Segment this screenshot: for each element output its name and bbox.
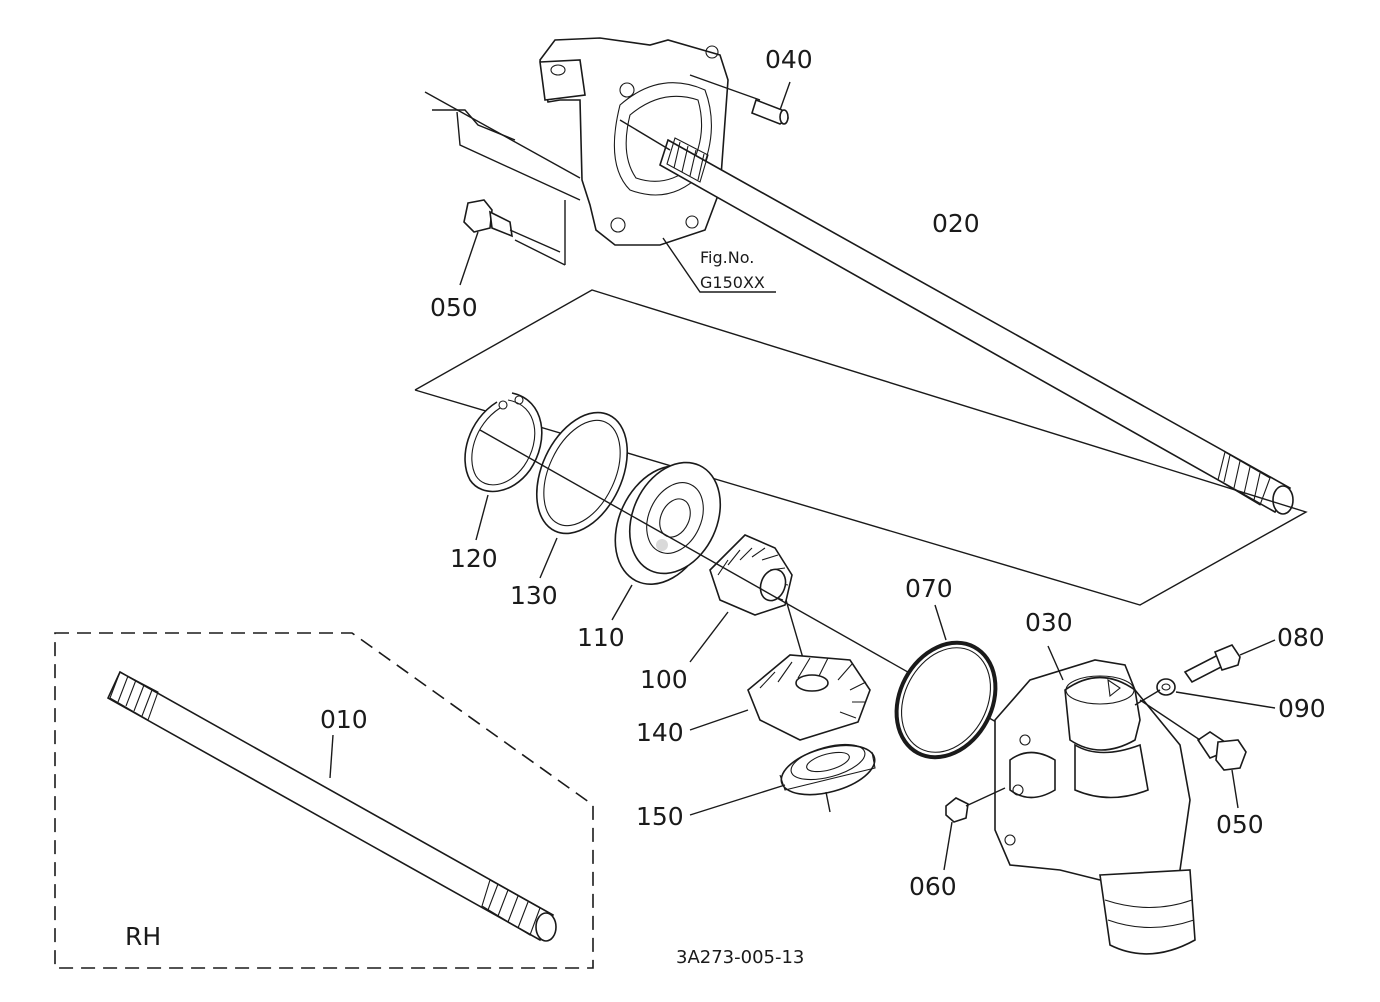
figure-ref-line1: Fig.No. bbox=[700, 248, 754, 267]
callout-040: 040 bbox=[765, 45, 813, 74]
part-030-gear-case bbox=[994, 645, 1196, 955]
rh-inset-label: RH bbox=[125, 922, 161, 951]
drawing-code: 3A273-005-13 bbox=[676, 947, 804, 968]
part-050-plug-right bbox=[1139, 699, 1247, 809]
part-110-ball-bearing bbox=[611, 461, 722, 621]
figure-reference: Fig.No. G150XX bbox=[662, 237, 776, 293]
callout-030: 030 bbox=[1025, 608, 1073, 637]
rh-inset: RH bbox=[54, 632, 594, 969]
callout-080: 080 bbox=[1277, 623, 1325, 652]
part-080-bolt bbox=[1183, 639, 1276, 684]
part-070-o-ring bbox=[894, 604, 998, 760]
part-090-washer bbox=[1134, 678, 1276, 709]
callout-010: 010 bbox=[320, 705, 368, 734]
callout-110: 110 bbox=[577, 623, 625, 652]
callout-130: 130 bbox=[510, 581, 558, 610]
part-050-drain-plug-top bbox=[459, 199, 561, 286]
part-120-snap-ring bbox=[464, 392, 543, 541]
callout-100: 100 bbox=[640, 665, 688, 694]
assembly-outline bbox=[414, 289, 1308, 606]
part-140-bevel-gear bbox=[689, 654, 871, 741]
callout-120: 120 bbox=[450, 544, 498, 573]
callout-070: 070 bbox=[905, 574, 953, 603]
part-100-bevel-gear bbox=[689, 534, 806, 666]
callout-050-top: 050 bbox=[430, 293, 478, 322]
callout-020: 020 bbox=[932, 209, 980, 238]
callout-090: 090 bbox=[1278, 694, 1326, 723]
part-040-pin bbox=[689, 74, 791, 125]
figure-ref-line2: G150XX bbox=[700, 273, 765, 292]
callout-060: 060 bbox=[909, 872, 957, 901]
part-020-axle-shaft bbox=[619, 119, 1294, 515]
part-150-bearing bbox=[689, 743, 876, 816]
part-130-shim bbox=[535, 411, 629, 579]
axle-housing-flange bbox=[424, 37, 729, 266]
callout-150: 150 bbox=[636, 802, 684, 831]
rh-inset-border bbox=[54, 632, 594, 969]
callout-140: 140 bbox=[636, 718, 684, 747]
callout-050-right: 050 bbox=[1216, 810, 1264, 839]
part-060-plug bbox=[943, 787, 1006, 871]
